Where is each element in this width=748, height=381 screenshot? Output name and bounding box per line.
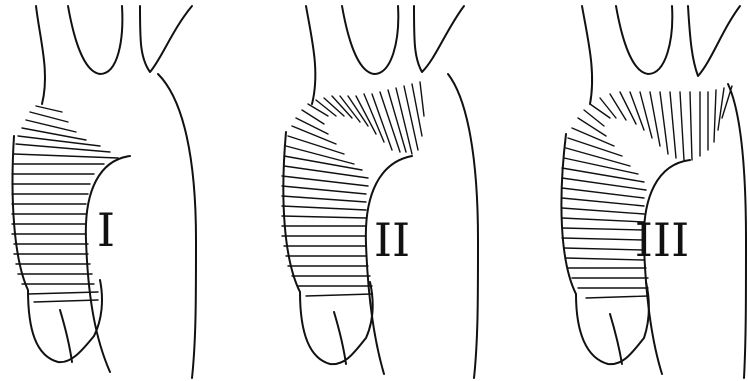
brachiocephalic-artery-outline: [36, 6, 45, 104]
panel-type-iii: III: [561, 6, 746, 378]
subclavian-artery-outline: [414, 6, 464, 72]
aortic-valve-leaflet: [60, 310, 72, 362]
subclavian-artery-outline: [688, 6, 740, 76]
aortic-wall-outline: [158, 74, 196, 378]
aortic-valve-leaflet: [334, 312, 346, 364]
aortic-root-outline: [13, 136, 102, 362]
brachiocephalic-artery-outline: [582, 6, 592, 104]
carotid-arteries-outline: [68, 6, 122, 74]
carotid-arteries-outline: [616, 6, 672, 74]
aortic-wall-outline: [728, 84, 746, 378]
aortic-inner-curve: [86, 156, 130, 372]
panel-label: III: [635, 213, 690, 267]
panel-label: II: [374, 213, 410, 267]
aortic-root-outline: [283, 132, 372, 364]
aortic-inner-curve: [644, 160, 690, 374]
panel-type-ii: II: [282, 6, 478, 378]
aortic-wall-outline: [448, 74, 478, 378]
aortic-valve-leaflet: [610, 314, 622, 364]
subclavian-artery-outline: [140, 6, 192, 72]
panel-label: I: [97, 203, 115, 257]
carotid-arteries-outline: [342, 6, 398, 74]
brachiocephalic-artery-outline: [306, 6, 315, 104]
panel-type-i: I: [12, 6, 196, 378]
